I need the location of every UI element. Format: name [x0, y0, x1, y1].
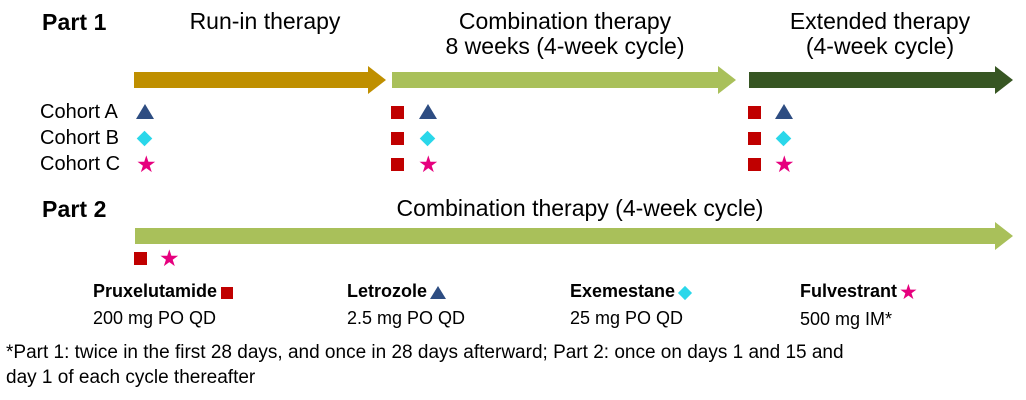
drug-entry-fulvestrant: Fulvestrant★ 500 mg IM*: [800, 281, 918, 330]
exemestane-diamond-icon: [678, 285, 693, 300]
extended-triangle-icon-a: [775, 104, 793, 119]
drug-entry-pruxelutamide: Pruxelutamide 200 mg PO QD: [93, 281, 234, 329]
arrow-combination: [392, 66, 736, 94]
footnote: *Part 1: twice in the first 28 days, and…: [6, 342, 844, 388]
extended-square-icon-b: [748, 132, 761, 145]
pruxelutamide-square-icon: [221, 286, 234, 299]
combination-square-icon-a: [391, 106, 404, 119]
drug-dose-exemestane: 25 mg PO QD: [570, 308, 684, 328]
arrow-part2-body: [135, 228, 996, 244]
arrow-run-in-head: [368, 66, 386, 94]
drug-entry-letrozole: Letrozole 2.5 mg PO QD: [347, 281, 465, 329]
arrow-combination-body: [392, 72, 719, 88]
drug-dose-letrozole: 2.5 mg PO QD: [347, 308, 466, 328]
cohort-label-b: Cohort B: [40, 127, 119, 149]
arrow-part2-combination: [135, 222, 1013, 250]
arrow-extended-body: [749, 72, 996, 88]
extended-star-icon-c: ★: [774, 152, 795, 178]
letrozole-triangle-icon: [430, 286, 447, 300]
phase-title-combination-line2: 8 weeks (4-week cycle): [445, 33, 685, 59]
combination-square-icon-c: [391, 158, 404, 171]
combination-triangle-icon-a: [419, 104, 437, 119]
arrow-extended-head: [995, 66, 1013, 94]
phase-title-run-in: Run-in therapy: [189, 8, 341, 34]
drug-name-row-letrozole: Letrozole: [347, 281, 465, 302]
part2-label: Part 2: [42, 196, 107, 222]
drug-entry-exemestane: Exemestane 25 mg PO QD: [570, 281, 693, 329]
drug-name-letrozole: Letrozole: [347, 281, 428, 301]
phase-title-extended-line1: Extended therapy: [789, 8, 971, 34]
fulvestrant-star-icon: ★: [899, 280, 918, 305]
arrow-part2-head: [995, 222, 1013, 250]
arrow-run-in: [134, 66, 386, 94]
drug-name-row-exemestane: Exemestane: [570, 281, 693, 302]
cohort-label-a: Cohort A: [40, 101, 118, 123]
phase-title-combination: Combination therapy 8 weeks (4-week cycl…: [400, 9, 730, 59]
phase-title-combination-line1: Combination therapy: [458, 8, 672, 34]
drug-name-row-pruxelutamide: Pruxelutamide: [93, 281, 234, 302]
combination-star-icon-c: ★: [418, 152, 439, 178]
part2-star-icon: ★: [159, 246, 180, 272]
drug-name-fulvestrant: Fulvestrant: [800, 281, 898, 301]
phase-title-extended-line2: (4-week cycle): [805, 33, 955, 59]
cohort-c-star-icon: ★: [136, 152, 157, 178]
part1-label: Part 1: [42, 9, 107, 35]
cohort-label-c: Cohort C: [40, 153, 121, 175]
cohort-b-diamond-icon: [136, 130, 153, 147]
combination-square-icon-b: [391, 132, 404, 145]
part2-title: Combination therapy (4-week cycle): [396, 195, 764, 221]
drug-name-pruxelutamide: Pruxelutamide: [93, 281, 218, 301]
extended-square-icon-c: [748, 158, 761, 171]
drug-name-row-fulvestrant: Fulvestrant★: [800, 281, 918, 303]
drug-dose-fulvestrant: 500 mg IM*: [800, 309, 893, 330]
extended-diamond-icon-b: [775, 130, 792, 147]
drug-dose-pruxelutamide: 200 mg PO QD: [93, 308, 217, 328]
part2-square-icon: [134, 252, 147, 265]
extended-square-icon-a: [748, 106, 761, 119]
arrow-run-in-body: [134, 72, 369, 88]
phase-title-extended: Extended therapy (4-week cycle): [742, 9, 1018, 59]
cohort-a-triangle-icon: [136, 104, 154, 119]
arrow-combination-head: [718, 66, 736, 94]
drug-name-exemestane: Exemestane: [570, 281, 676, 301]
arrow-extended: [749, 66, 1013, 94]
combination-diamond-icon-b: [419, 130, 436, 147]
